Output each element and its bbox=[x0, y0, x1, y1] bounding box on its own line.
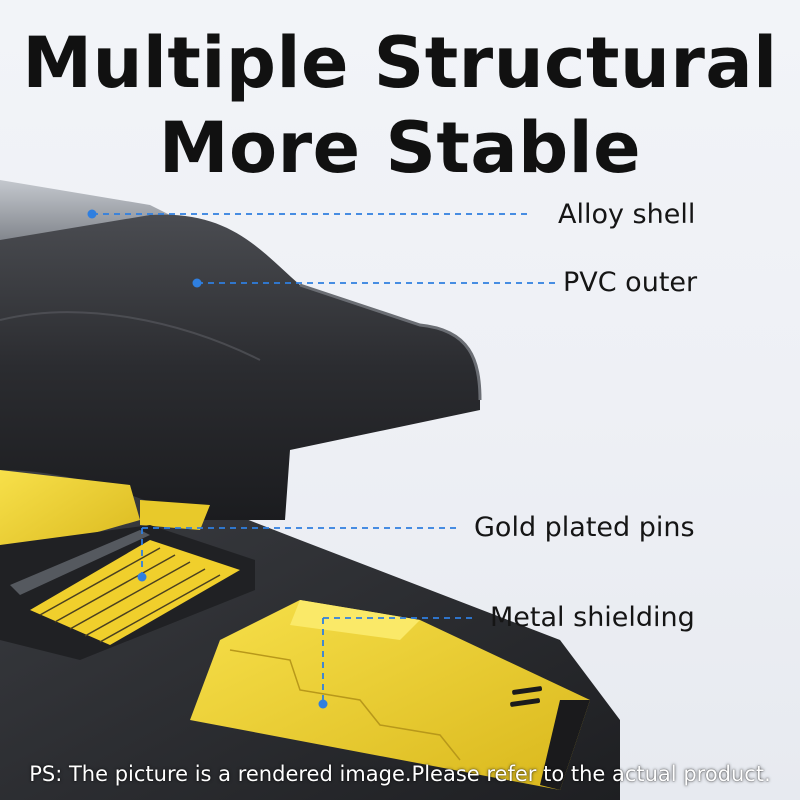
dot-pins bbox=[137, 572, 147, 582]
dot-alloy bbox=[87, 209, 97, 219]
callout-gold-plated-pins: Gold plated pins bbox=[474, 512, 695, 543]
headline-line-1: Multiple Structural bbox=[22, 22, 778, 104]
callout-metal-shielding: Metal shielding bbox=[490, 602, 695, 633]
footnote: PS: The picture is a rendered image.Plea… bbox=[29, 762, 771, 786]
dot-pvc bbox=[192, 278, 202, 288]
callout-alloy-shell: Alloy shell bbox=[558, 199, 696, 230]
pvc-outer bbox=[0, 214, 480, 520]
headline-line-2: More Stable bbox=[158, 107, 642, 189]
gold-tongue bbox=[0, 470, 140, 560]
callout-pvc-outer: PVC outer bbox=[563, 267, 698, 298]
metal-shielding bbox=[190, 600, 590, 790]
dot-shield bbox=[318, 699, 328, 709]
